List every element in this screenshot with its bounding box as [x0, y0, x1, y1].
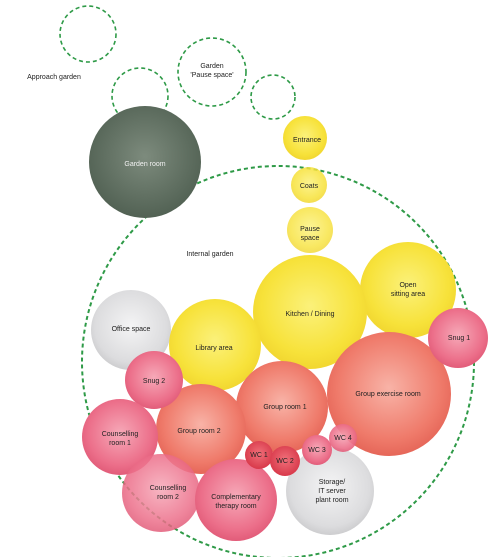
snug-1-circle	[428, 308, 488, 368]
snug-1-label: Snug 1	[448, 335, 470, 342]
wc-4-label: WC 4	[334, 435, 352, 442]
complementary-label-line1: Complementary	[211, 494, 261, 501]
approach-garden-circle	[59, 5, 117, 63]
wc-4-circle	[329, 424, 357, 452]
kitchen-dining-label: Kitchen / Dining	[285, 311, 334, 318]
coats-label: Coats	[300, 183, 319, 190]
wc-1-circle	[245, 441, 273, 469]
group-exercise-room-label: Group exercise room	[355, 391, 421, 398]
garden-pause-space-circle	[177, 37, 247, 107]
counselling-room-2-label-line1: Counselling	[150, 485, 187, 492]
storage-circle	[286, 447, 374, 535]
wc-1-label: WC 1	[250, 452, 268, 459]
storage-label-line1: Storage/	[319, 479, 346, 486]
library-area-circle	[169, 299, 261, 391]
open-sitting-label-line2: sitting area	[391, 291, 425, 298]
office-space-label: Office space	[112, 326, 151, 333]
open-sitting-label-line1: Open	[399, 282, 416, 289]
garden-pause-label-line1: Garden	[200, 63, 223, 70]
wc-3-label: WC 3	[308, 447, 326, 454]
wc-2-label: WC 2	[276, 458, 294, 465]
counselling-room-2-circle	[122, 454, 200, 532]
complementary-label-line2: therapy room	[215, 503, 256, 510]
group-room-2-label: Group room 2	[177, 428, 220, 435]
snug-2-circle	[125, 351, 183, 409]
library-area-label: Library area	[195, 345, 232, 352]
garden-room-circle	[89, 106, 201, 218]
pause-space-circle	[287, 207, 333, 253]
entrance-circle	[283, 116, 327, 160]
counselling-room-1-label-line1: Counselling	[102, 431, 139, 438]
wc-2-circle	[270, 446, 300, 476]
pause-space-label-line2: space	[301, 235, 320, 242]
entrance-label: Entrance	[293, 137, 321, 144]
storage-label-line3: plant room	[315, 497, 348, 504]
complementary-therapy-room-circle	[195, 459, 277, 541]
group-room-2-circle	[156, 384, 246, 474]
garden-room-label: Garden room	[124, 161, 165, 168]
counselling-room-1-circle	[82, 399, 158, 475]
kitchen-dining-circle	[253, 255, 367, 369]
garden-pause-label-line2: 'Pause space'	[190, 72, 233, 79]
group-room-1-label: Group room 1	[263, 404, 306, 411]
garden-small-circle-right	[250, 74, 296, 120]
wc-3-circle	[302, 435, 332, 465]
counselling-room-2-label-line2: room 2	[157, 494, 179, 501]
group-exercise-room-circle	[327, 332, 451, 456]
internal-garden-label: Internal garden	[186, 251, 233, 258]
approach-garden-label: Approach garden	[27, 74, 81, 81]
pause-space-label-line1: Pause	[300, 226, 320, 233]
coats-circle	[291, 167, 327, 203]
counselling-room-1-label-line2: room 1	[109, 440, 131, 447]
open-sitting-area-circle	[360, 242, 456, 338]
group-room-1-circle	[236, 361, 328, 453]
snug-2-label: Snug 2	[143, 378, 165, 385]
office-space-circle	[91, 290, 171, 370]
storage-label-line2: IT server	[318, 488, 346, 495]
